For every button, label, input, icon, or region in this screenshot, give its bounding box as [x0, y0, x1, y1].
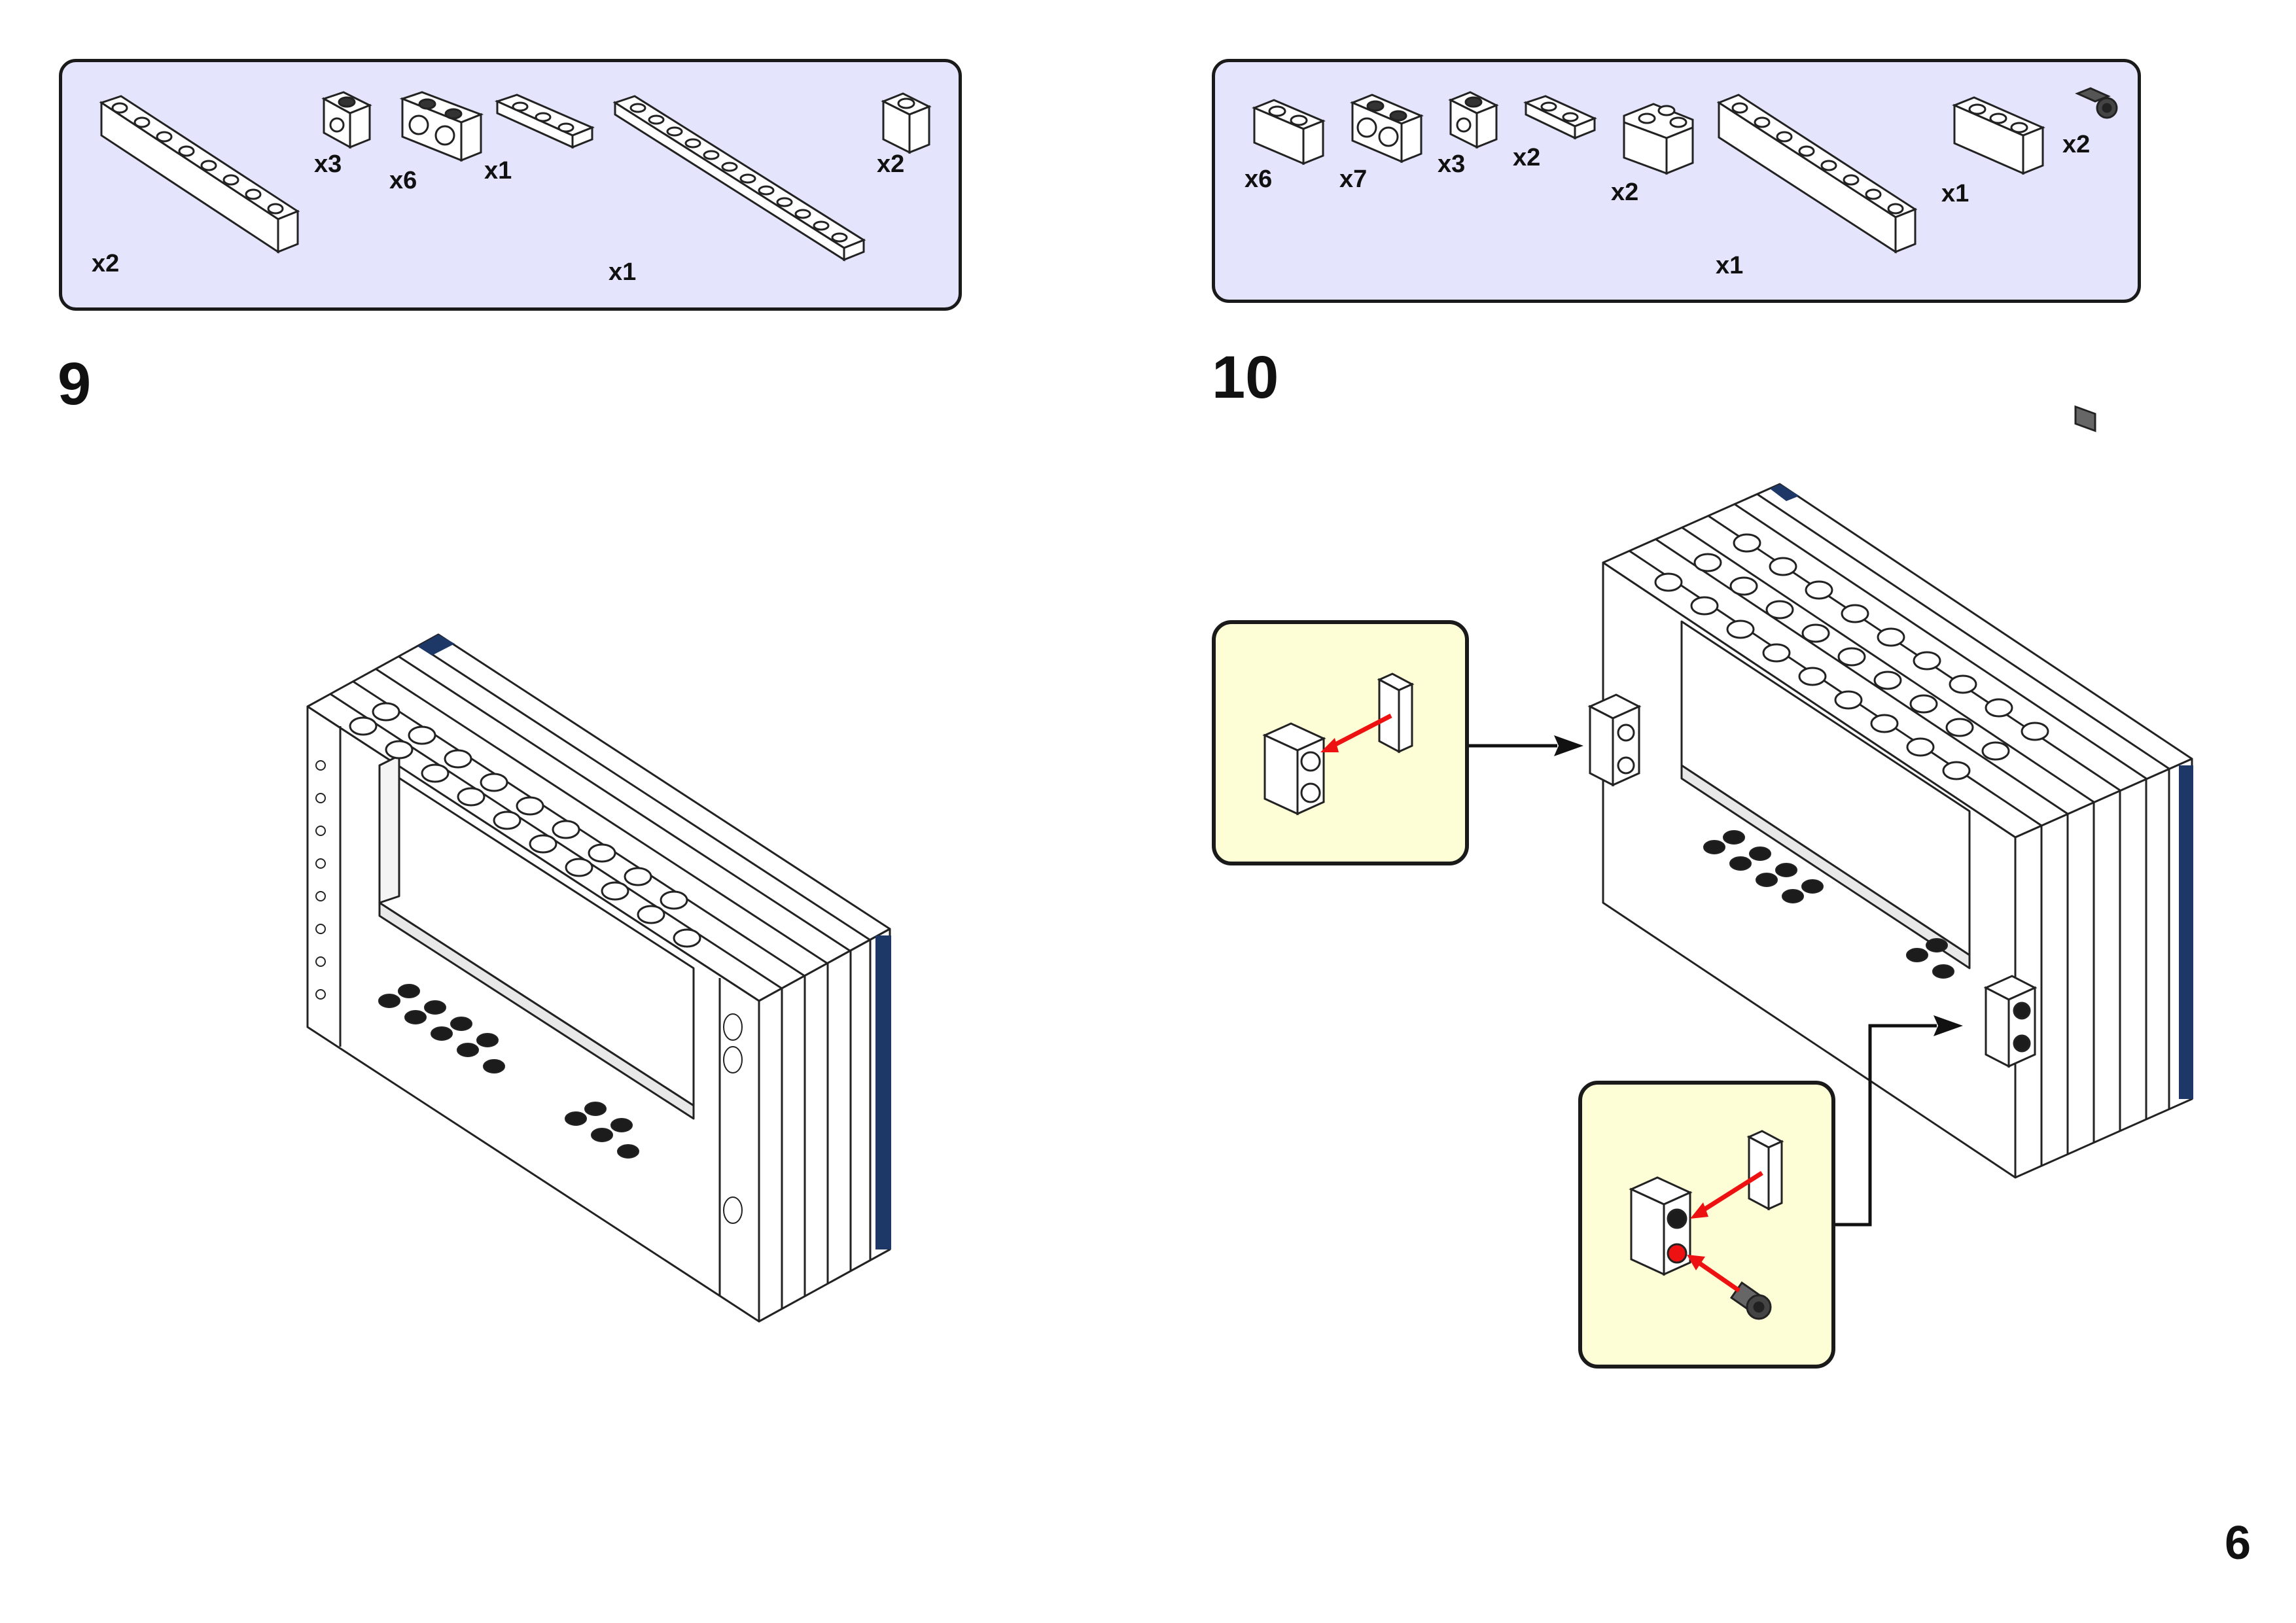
- qty-brick-1x2: x6: [1245, 166, 1273, 193]
- qty-technic-brick-1x1: x3: [1438, 150, 1466, 178]
- brick-1x2-part: [1252, 99, 1326, 166]
- brick-1x1-part: [881, 92, 932, 154]
- technic-pin-part: [2074, 87, 2118, 432]
- brick-1x3-part: [1952, 96, 2045, 175]
- technic-brick-1x2-part: [1350, 94, 1424, 164]
- qty-brick-1x8: x2: [92, 250, 120, 277]
- qty-technic-pin: x2: [2062, 131, 2091, 158]
- step9-model: [306, 633, 891, 1323]
- technic-brick-1x2-part: [399, 91, 484, 162]
- page-number: 6: [2225, 1517, 2252, 1569]
- callout-left-art: [1262, 672, 1415, 816]
- step10-attached-technic: [1983, 975, 2038, 1068]
- callout-pin-art: [1629, 1130, 1784, 1320]
- callout-left-technic: [1212, 620, 1469, 865]
- step9-parts-art: [99, 91, 932, 262]
- brick-1x8-part: [99, 95, 300, 254]
- qty-technic-brick-1x2: x7: [1339, 166, 1368, 193]
- qty-plate-1x12: x1: [609, 258, 637, 286]
- technic-brick-1x1-part: [1448, 91, 1499, 149]
- plate-1x3-part: [494, 94, 595, 149]
- technic-brick-1x1-part: [321, 91, 372, 149]
- qty-plate-1x2: x2: [1513, 144, 1541, 171]
- brick-2x2-corner-part: [1623, 103, 1694, 175]
- qty-brick-1x8: x1: [1716, 252, 1744, 279]
- plate-1x2-part: [1523, 95, 1597, 140]
- brick-1x8-studs: [111, 102, 284, 215]
- arrow-head-left-callout: [1554, 735, 1583, 756]
- qty-plate-1x3: x1: [484, 157, 512, 184]
- step9-parts-box: x2 x3 x6 x1 x1 x2: [59, 59, 962, 311]
- step9-number: 9: [58, 351, 92, 417]
- step10-left-technic: [1587, 693, 1642, 787]
- brick-1x8-part: [1716, 94, 1918, 254]
- qty-brick-2x2-corner: x2: [1611, 179, 1639, 206]
- qty-technic-brick-1x1: x3: [314, 150, 342, 178]
- step10-number: 10: [1212, 344, 1279, 411]
- plate-1x12-part: [612, 95, 866, 262]
- step10-model: [1587, 483, 2193, 1179]
- step10-parts-art: [1252, 87, 2118, 432]
- step10-navy-trim: [2179, 765, 2193, 1099]
- callout-pin-assembly: [1578, 1081, 1835, 1369]
- qty-brick-1x1: x2: [877, 150, 905, 178]
- step10-parts-box: x6 x7 x3 x2 x2 x1 x1 x2: [1212, 59, 2141, 432]
- qty-technic-brick-1x2: x6: [389, 167, 417, 194]
- step9-navy-trim: [875, 935, 891, 1249]
- qty-brick-1x3: x1: [1941, 180, 1969, 207]
